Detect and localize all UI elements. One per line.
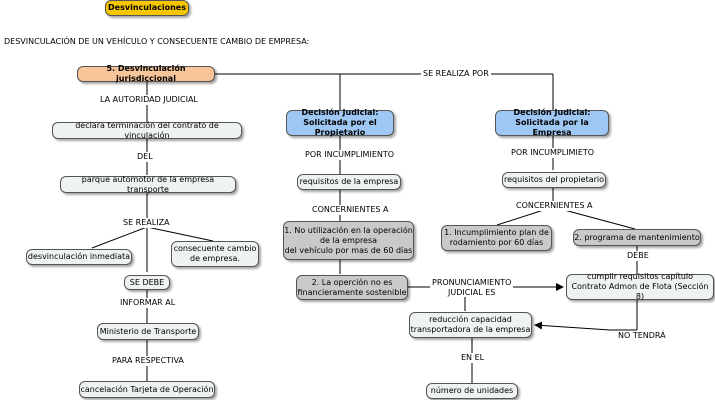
link-label-informar-al: INFORMAR AL xyxy=(118,298,178,308)
link-label-se-realiza: SE REALIZA xyxy=(121,218,172,228)
node-ministerio-transporte[interactable]: Ministerio de Transporte xyxy=(97,323,199,340)
link-label-concernientes-propietario: CONCERNIENTES A xyxy=(310,205,391,215)
node-programa-mantenimiento[interactable]: 2. programa de mantenimiento xyxy=(573,229,701,246)
link-label-se-realiza-por: SE REALIZA POR xyxy=(421,69,491,79)
link-label-por-incumplimiento-empresa: POR INCUMPLIMIETO xyxy=(509,148,597,158)
node-desvinculacion-inmediata[interactable]: desvinculación inmediata xyxy=(26,249,132,265)
link-label-en-el: EN EL xyxy=(459,353,487,363)
node-numero-unidades[interactable]: número de unidades xyxy=(426,383,518,399)
node-cancelacion-tarjeta[interactable]: cancelación Tarjeta de Operación xyxy=(79,381,215,398)
node-consecuente-cambio[interactable]: consecuente cambio de empresa. xyxy=(171,241,259,267)
node-cumplir-requisitos[interactable]: cumplir requisitos capítulo Contrato Adm… xyxy=(566,272,714,301)
link-label-pronunciamiento: PRONUNCIAMIENTO JUDICIAL ES xyxy=(430,278,514,298)
node-decision-empresa[interactable]: Decisión Judicial: Solicitada por la Emp… xyxy=(495,108,609,137)
node-parque-automotor[interactable]: parque automotor de la empresa transport… xyxy=(60,175,236,194)
node-decision-propietario[interactable]: Decisión Judicial: Solicitada por el Pro… xyxy=(286,108,394,137)
link-label-debe: DEBE xyxy=(625,251,651,261)
node-incumplimiento-plan[interactable]: 1. Incumplimiento plan de rodamiento por… xyxy=(441,225,552,251)
link-label-para-respectiva: PARA RESPECTIVA xyxy=(110,356,186,366)
link-label-del: DEL xyxy=(135,152,155,162)
node-no-utilizacion[interactable]: 1. No utilización en la operación de la … xyxy=(283,221,414,260)
node-operacion-no-sostenible[interactable]: 2. La operción no es financieramente sos… xyxy=(296,275,408,300)
node-desvinculacion-jurisdiccional[interactable]: 5. Desvinculación jurisdiccional xyxy=(77,64,215,83)
node-requisitos-propietario[interactable]: requisitos del propietario xyxy=(502,172,606,188)
link-label-por-incumplimiento-propietario: POR INCUMPLIMIENTO xyxy=(303,150,397,160)
link-label-no-tendra: NO TENDRÁ xyxy=(616,331,668,341)
title-node[interactable]: Desvinculaciones xyxy=(105,0,189,16)
link-label-concernientes-empresa: CONCERNIENTES A xyxy=(514,201,595,211)
intro-text: DESVINCULACIÓN DE UN VEHÍCULO Y CONSECUE… xyxy=(2,37,312,47)
node-declara-terminacion[interactable]: declara terminación del contrato de vinc… xyxy=(52,121,242,140)
node-requisitos-empresa[interactable]: requisitos de la empresa xyxy=(297,174,401,190)
node-se-debe[interactable]: SE DEBE xyxy=(124,275,170,290)
node-reduccion-capacidad[interactable]: reducción capacidad transportadora de la… xyxy=(409,312,532,338)
link-label-autoridad-judicial: LA AUTORIDAD JUDICIAL xyxy=(98,95,200,105)
